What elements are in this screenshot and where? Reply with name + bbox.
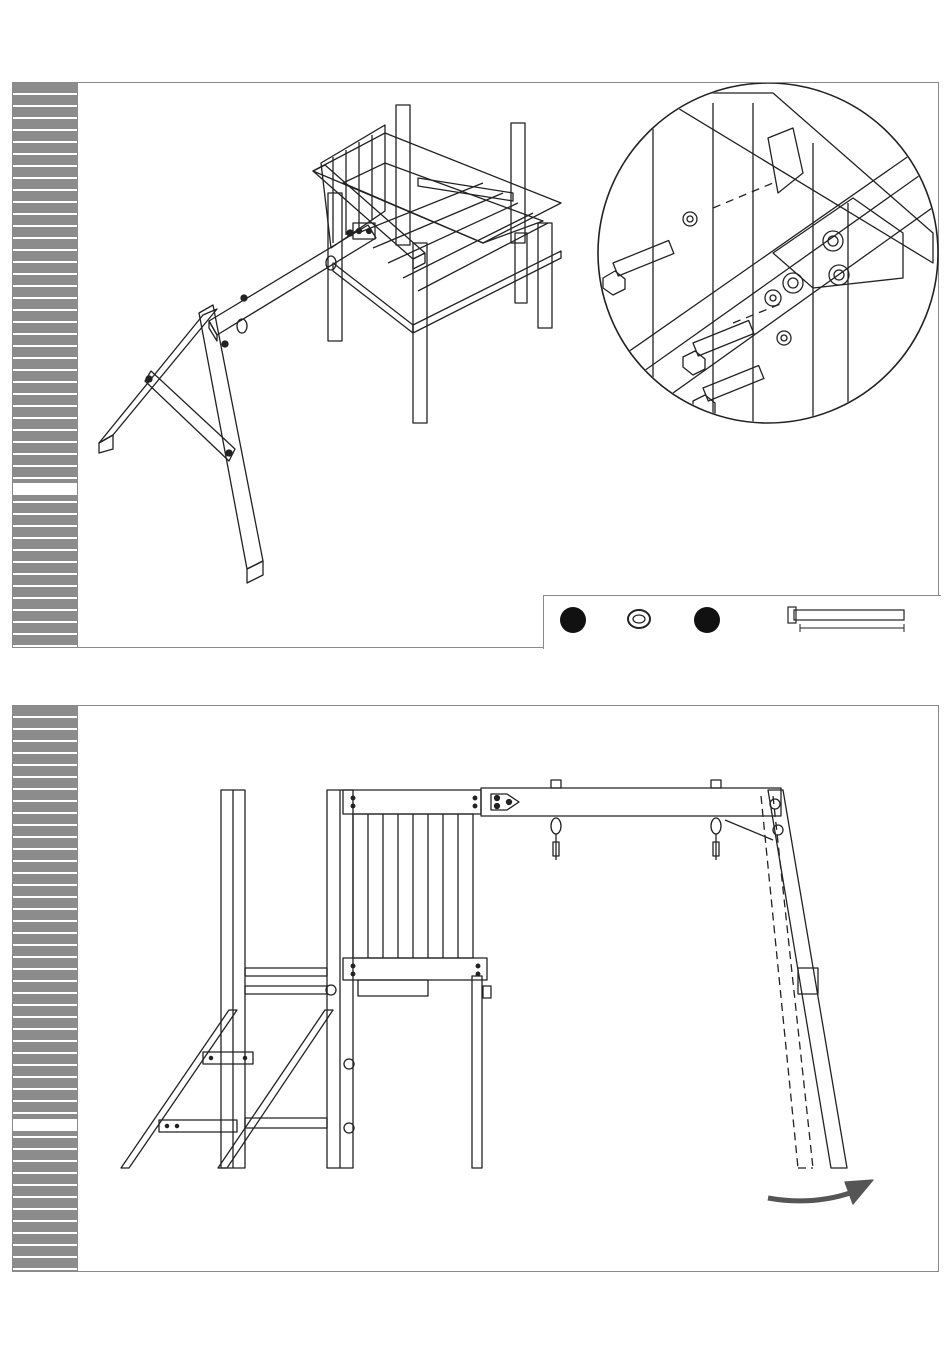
isometric-assembly-drawing bbox=[13, 83, 940, 649]
swing-hook bbox=[551, 818, 561, 860]
detail-zoom-circle bbox=[598, 83, 940, 423]
nut-icon bbox=[560, 607, 586, 633]
front-elevation-drawing bbox=[13, 706, 940, 1273]
tower-frame bbox=[326, 790, 491, 1168]
nut-icon bbox=[694, 607, 720, 633]
washer-icon bbox=[626, 606, 652, 632]
platform-frame bbox=[313, 105, 561, 423]
ladder bbox=[121, 1010, 333, 1168]
assembly-step-panel-1 bbox=[12, 82, 939, 648]
bolt-icon bbox=[603, 241, 674, 295]
hardware-legend bbox=[543, 595, 941, 649]
bolt-icon bbox=[683, 321, 754, 375]
side-rails bbox=[245, 968, 327, 1128]
left-post bbox=[221, 790, 245, 1168]
swing-beam bbox=[481, 780, 781, 816]
bolt-icon bbox=[784, 604, 914, 634]
swing-beam bbox=[209, 225, 376, 341]
swing-hook bbox=[711, 818, 721, 860]
a-frame-leg bbox=[761, 790, 847, 1168]
rotation-arrow-icon bbox=[768, 1180, 873, 1204]
a-frame-legs bbox=[99, 305, 263, 583]
assembly-step-panel-2 bbox=[12, 705, 939, 1272]
